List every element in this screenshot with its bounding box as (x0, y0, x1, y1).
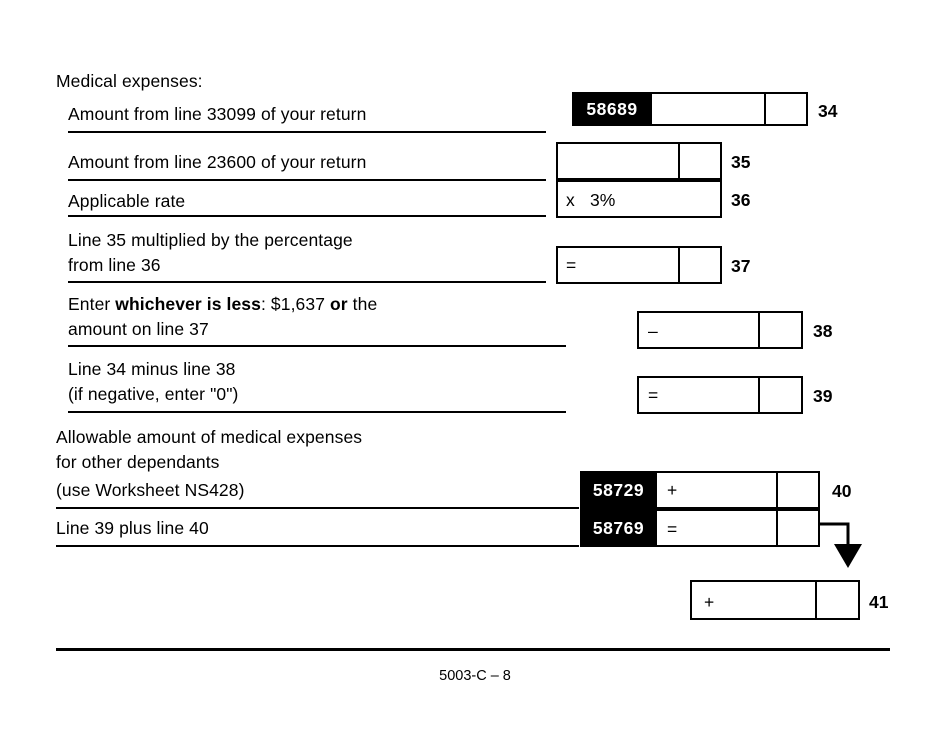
line-39-plus-40-operator: = (667, 519, 678, 539)
footer-page-code: 5003-C – 8 (439, 668, 511, 684)
line-37-number: 37 (731, 256, 751, 276)
line-37-operator: = (566, 255, 577, 275)
line-39-rule (68, 411, 566, 413)
footer-rule (56, 648, 890, 651)
line-34-number: 34 (818, 101, 838, 121)
line-39-operator: = (648, 385, 659, 405)
line-38-description-2: amount on line 37 (68, 319, 209, 339)
line-40-operator: + (667, 480, 678, 500)
line-39-cents-divider (758, 378, 760, 412)
line-36-rate-box[interactable] (556, 180, 722, 218)
line-40-description-2: for other dependants (56, 452, 220, 472)
line-38-text-bold-1: whichever is less (115, 294, 261, 314)
line-38-text-post: the (347, 294, 378, 314)
line-40-number: 40 (832, 481, 852, 501)
line-35-amount-box[interactable] (556, 142, 722, 180)
line-37-cents-divider (678, 248, 680, 282)
line-39-number: 39 (813, 386, 833, 406)
line-34-code-tag: 58689 (572, 92, 652, 126)
line-39-plus-40-rule (56, 545, 579, 547)
line-34-rule (68, 131, 546, 133)
line-38-number: 38 (813, 321, 833, 341)
section-title: Medical expenses: (56, 71, 203, 91)
line-39-plus-40-cents-divider (776, 511, 778, 545)
line-38-text-mid: : $1,637 (260, 294, 330, 314)
line-39-amount-box[interactable] (637, 376, 803, 414)
line-36-number: 36 (731, 190, 751, 210)
line-36-operator: x (566, 190, 575, 210)
line-41-number: 41 (869, 592, 889, 612)
line-36-rule (68, 215, 546, 217)
line-39-plus-40-description: Line 39 plus line 40 (56, 518, 209, 538)
line-38-text-pre: Enter (68, 294, 116, 314)
line-41-cents-divider (815, 582, 817, 618)
line-38-operator: – (648, 321, 658, 341)
line-35-number: 35 (731, 152, 751, 172)
line-35-description: Amount from line 23600 of your return (68, 152, 367, 172)
line-38-rule (68, 345, 566, 347)
line-36-description: Applicable rate (68, 191, 186, 211)
line-35-rule (68, 179, 546, 181)
line-37-description-1: Line 35 multiplied by the percentage (68, 230, 353, 250)
line-40-cents-divider (776, 473, 778, 507)
line-41-operator: + (704, 592, 715, 612)
line-41-amount-box[interactable] (690, 580, 860, 620)
line-35-cents-divider (678, 144, 680, 178)
line-39-plus-40-code-tag: 58769 (580, 509, 657, 547)
line-38-text-bold-2: or (330, 294, 348, 314)
line-37-amount-box[interactable] (556, 246, 722, 284)
line-34-cents-divider (764, 94, 766, 124)
flow-arrow-icon (818, 522, 862, 568)
line-36-rate-value: 3% (590, 190, 616, 210)
line-38-cents-divider (758, 313, 760, 347)
line-38-amount-box[interactable] (637, 311, 803, 349)
line-38-description-1: Enter whichever is less: $1,637 or the (68, 292, 377, 317)
line-37-description-2: from line 36 (68, 255, 161, 275)
line-37-rule (68, 281, 546, 283)
line-40-description-3: (use Worksheet NS428) (56, 480, 245, 500)
line-40-description-1: Allowable amount of medical expenses (56, 427, 363, 447)
line-40-rule (56, 507, 579, 509)
line-39-description-1: Line 34 minus line 38 (68, 359, 236, 379)
line-40-code-tag: 58729 (580, 471, 657, 509)
line-34-description: Amount from line 33099 of your return (68, 104, 367, 124)
line-39-description-2: (if negative, enter "0") (68, 384, 239, 404)
